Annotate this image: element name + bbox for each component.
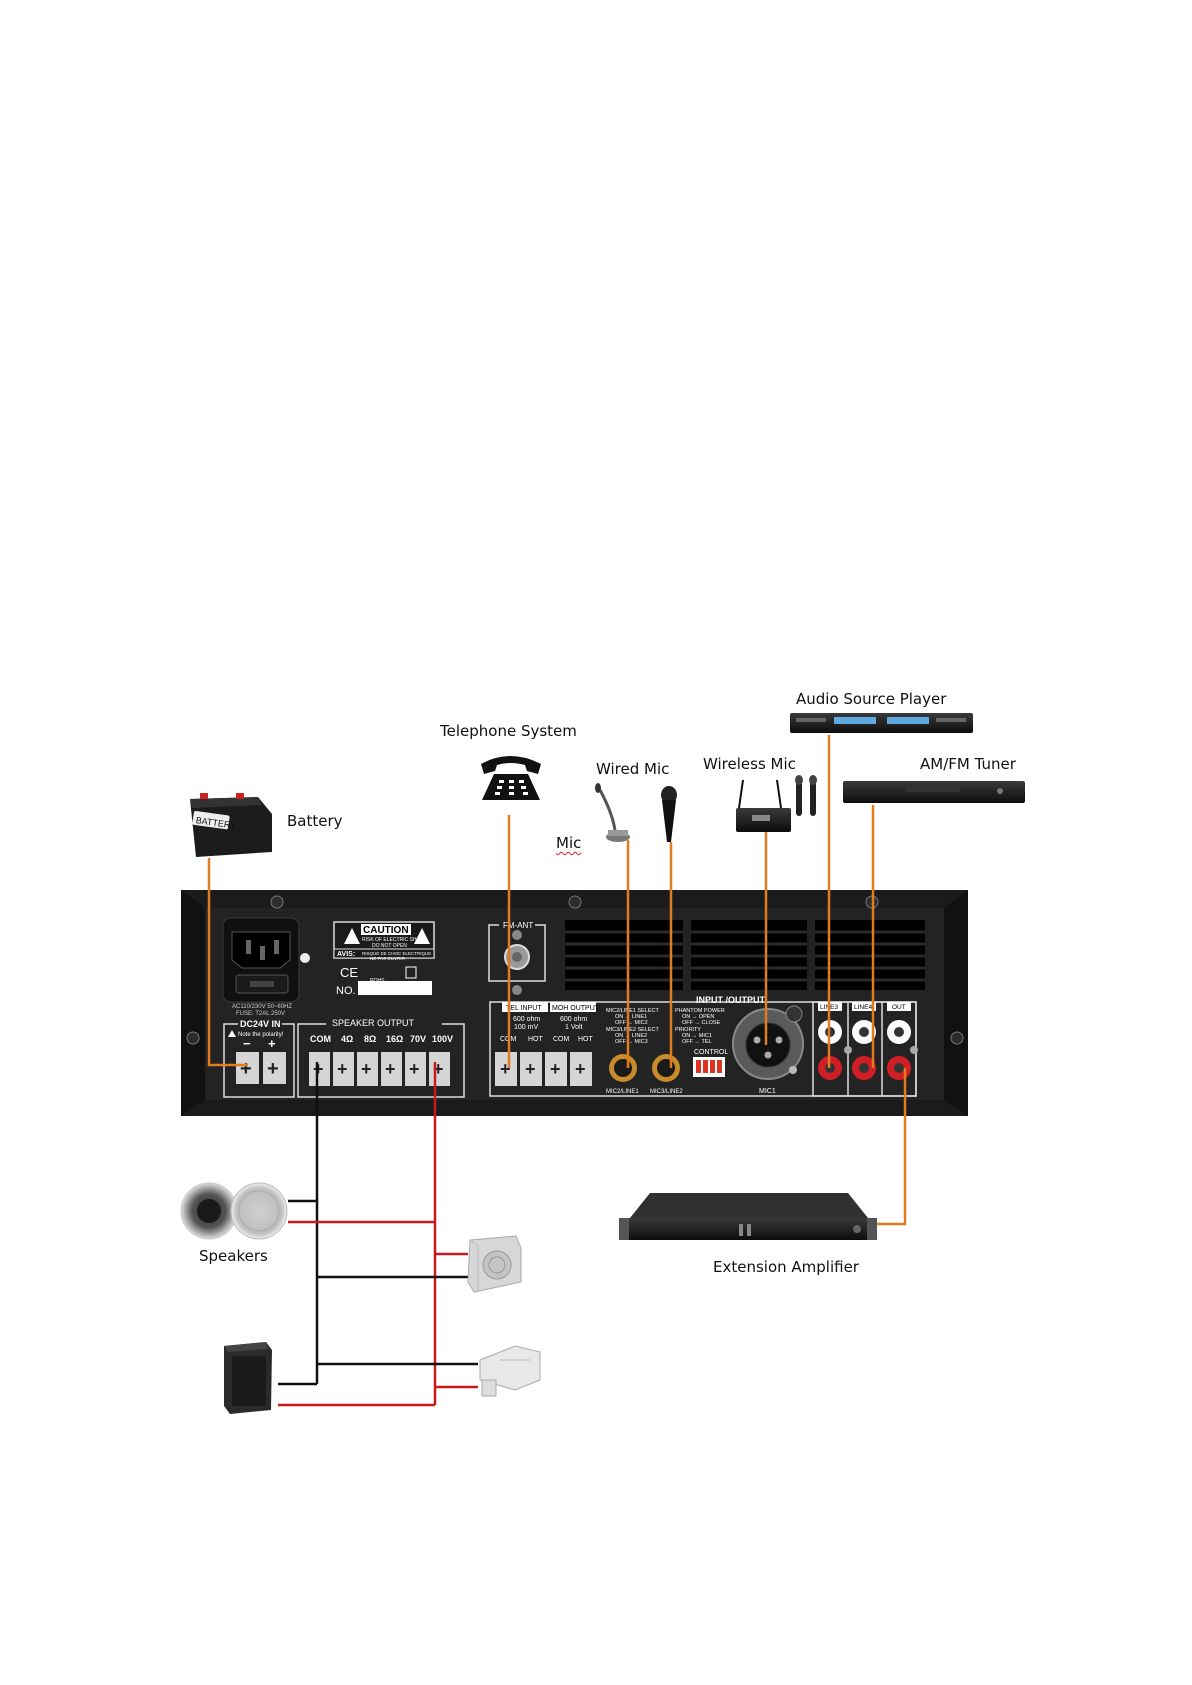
- svg-text:+: +: [500, 1059, 511, 1079]
- mic-label: Mic: [556, 834, 582, 852]
- wireless-mic-receiver: [736, 775, 817, 832]
- svg-text:1 Volt: 1 Volt: [565, 1024, 583, 1031]
- amplifier-rear-panel: AC110/230V 50~60HZ FUSE: T2AL 250V CAUTI…: [181, 890, 968, 1116]
- svg-text:DC24V IN: DC24V IN: [240, 1019, 281, 1029]
- svg-text:+: +: [337, 1059, 348, 1079]
- svg-text:DO NOT OPEN: DO NOT OPEN: [372, 943, 407, 949]
- svg-text:AC110/230V 50~60HZ: AC110/230V 50~60HZ: [232, 1004, 292, 1010]
- telephone-system-label: Telephone System: [440, 722, 577, 740]
- svg-text:NE PAS OUVRIR: NE PAS OUVRIR: [370, 956, 406, 961]
- horn-speaker-white: [479, 1345, 541, 1397]
- svg-text:OFF → MIC3: OFF → MIC3: [615, 1039, 648, 1045]
- svg-text:+: +: [409, 1059, 420, 1079]
- svg-text:CE: CE: [340, 965, 358, 980]
- extension-amplifier-label: Extension Amplifier: [713, 1258, 859, 1276]
- svg-text:+: +: [313, 1059, 324, 1079]
- svg-text:+: +: [575, 1059, 586, 1079]
- wall-speaker-black: [224, 1342, 272, 1414]
- gooseneck-mic: [595, 783, 630, 842]
- svg-text:4Ω: 4Ω: [341, 1034, 353, 1044]
- svg-text:MIC2/LINE1 SELECT: MIC2/LINE1 SELECT: [606, 1008, 660, 1014]
- svg-text:MIC3/LINE2: MIC3/LINE2: [650, 1089, 683, 1095]
- wired-mic-label: Wired Mic: [596, 760, 670, 778]
- svg-text:RISK OF ELECTRIC SHOCK: RISK OF ELECTRIC SHOCK: [362, 937, 428, 943]
- svg-text:OFF → MIC2: OFF → MIC2: [615, 1020, 648, 1026]
- svg-text:HOT: HOT: [578, 1036, 594, 1043]
- svg-text:CAUTION: CAUTION: [363, 925, 409, 936]
- svg-text:INPUT /OUTPUT: INPUT /OUTPUT: [696, 995, 766, 1005]
- svg-text:+: +: [267, 1058, 279, 1080]
- extension-amplifier: [619, 1193, 877, 1240]
- svg-text:MIC3/LINE2 SELECT: MIC3/LINE2 SELECT: [606, 1027, 660, 1033]
- svg-text:SPEAKER OUTPUT: SPEAKER OUTPUT: [332, 1018, 415, 1028]
- svg-text:ON → LINE1: ON → LINE1: [615, 1014, 647, 1020]
- svg-text:RISQUE DE CHOC ELECTRIQUE: RISQUE DE CHOC ELECTRIQUE: [362, 951, 431, 956]
- am-fm-tuner-label: AM/FM Tuner: [920, 755, 1016, 773]
- svg-text:AVIS:: AVIS:: [337, 951, 355, 958]
- svg-text:Note the polarity!: Note the polarity!: [238, 1032, 284, 1038]
- svg-text:+: +: [433, 1059, 444, 1079]
- svg-text:ON → MIC1: ON → MIC1: [682, 1033, 712, 1039]
- svg-text:16Ω: 16Ω: [386, 1034, 403, 1044]
- svg-text:COM: COM: [310, 1034, 331, 1044]
- svg-text:PHANTOM POWER: PHANTOM POWER: [675, 1008, 725, 1014]
- telephone-icon: [481, 756, 541, 800]
- battery-icon: BATTERY: [190, 793, 272, 857]
- svg-text:FUSE: T2AL 250V: FUSE: T2AL 250V: [236, 1011, 285, 1017]
- ceiling-speaker-black: [180, 1182, 238, 1240]
- svg-text:LINE4: LINE4: [854, 1004, 872, 1011]
- svg-text:−: −: [243, 1036, 251, 1051]
- svg-text:+: +: [385, 1059, 396, 1079]
- svg-text:MIC1: MIC1: [759, 1088, 776, 1095]
- svg-text:100 mV: 100 mV: [514, 1024, 538, 1031]
- svg-text:8Ω: 8Ω: [364, 1034, 376, 1044]
- svg-text:ON → OPEN: ON → OPEN: [682, 1014, 714, 1020]
- svg-text:+: +: [240, 1058, 252, 1080]
- svg-text:CONTROL: CONTROL: [694, 1049, 728, 1056]
- svg-text:+: +: [361, 1059, 372, 1079]
- svg-text:MIC2/LINE1: MIC2/LINE1: [606, 1089, 639, 1095]
- audio-source-player: [790, 713, 973, 733]
- svg-text:600 ohm: 600 ohm: [560, 1016, 587, 1023]
- handheld-mic: [661, 786, 677, 842]
- svg-text:OFF → TEL: OFF → TEL: [682, 1039, 712, 1045]
- speaker-wiring: [278, 1062, 478, 1407]
- box-speaker-white: [467, 1235, 522, 1293]
- svg-text:FM-ANT: FM-ANT: [503, 921, 533, 930]
- audio-source-player-label: Audio Source Player: [796, 690, 947, 708]
- svg-text:+: +: [268, 1036, 276, 1051]
- svg-text:600 ohm: 600 ohm: [513, 1016, 540, 1023]
- svg-text:HOT: HOT: [528, 1036, 544, 1043]
- svg-text:NO.: NO.: [336, 985, 356, 997]
- svg-text:100V: 100V: [432, 1034, 453, 1044]
- wireless-mic-label: Wireless Mic: [703, 755, 796, 773]
- svg-text:OUT: OUT: [892, 1004, 906, 1011]
- battery-label: Battery: [287, 812, 343, 830]
- am-fm-tuner: [843, 781, 1025, 803]
- svg-text:TEL INPUT: TEL INPUT: [506, 1005, 542, 1012]
- svg-text:+: +: [525, 1059, 536, 1079]
- orange-cables: [207, 735, 907, 1226]
- svg-text:OFF → CLOSE: OFF → CLOSE: [682, 1020, 721, 1026]
- svg-text:PRIORITY: PRIORITY: [675, 1027, 701, 1033]
- speakers-label: Speakers: [199, 1247, 268, 1265]
- svg-text:COM: COM: [553, 1036, 570, 1043]
- ceiling-speaker-white: [230, 1182, 288, 1240]
- svg-text:70V: 70V: [410, 1034, 426, 1044]
- svg-text:ON → LINE2: ON → LINE2: [615, 1033, 647, 1039]
- svg-text:MOH OUTPUT: MOH OUTPUT: [552, 1005, 600, 1012]
- svg-text:+: +: [550, 1059, 561, 1079]
